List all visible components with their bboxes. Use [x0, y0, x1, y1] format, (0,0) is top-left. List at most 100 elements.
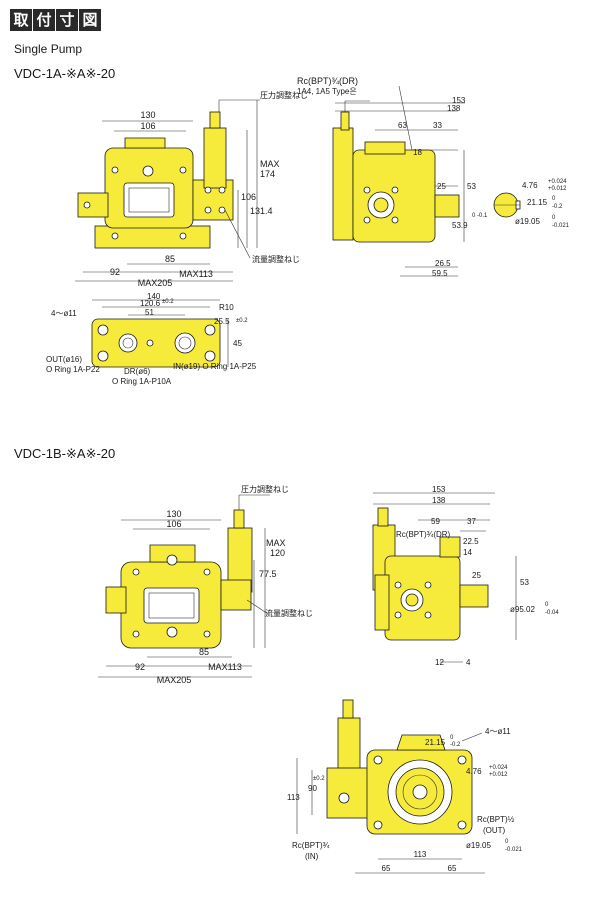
base-plate-1: 140 120.6 ±0.2 51 4～ø11 R10 25.5 ±0.2 45…: [46, 292, 257, 386]
key-4-76-tol-up: +0.024: [548, 179, 567, 185]
bottom-dim-65-a: 65: [382, 864, 391, 873]
base-dim-120-6: 120.6: [140, 299, 161, 308]
dim2-106: 106: [166, 519, 181, 529]
dim-92: 92: [110, 267, 120, 277]
side2-dim-138: 138: [432, 496, 446, 505]
side2-dim-95-02-tol-up: 0: [545, 602, 549, 608]
pump-1a-side: Rc(BPT)¾(DR) 1A4, 1A5 Type은 153 138 63 3…: [297, 76, 488, 278]
base-in: IN(ø19) O Ring 1A-P25: [173, 362, 257, 371]
bottom-dim-21-15: 21.15: [425, 738, 446, 747]
key-19-05-tol-low: -0.021: [552, 223, 570, 229]
model-1: VDC-1A-※A※-20: [14, 66, 116, 81]
dim-106: 106: [140, 121, 155, 131]
base-dim-51: 51: [145, 308, 154, 317]
side2-dim-22-5: 22.5: [463, 537, 479, 546]
bottom-dim-19-05-tol-low: -0.021: [505, 847, 523, 853]
bottom-rc-in: Rc(BPT)¾: [292, 841, 330, 850]
title-char-3: 寸: [56, 9, 78, 31]
bottom-rc-out: Rc(BPT)½: [477, 815, 515, 824]
dim2-max205: MAX205: [157, 675, 192, 685]
base-oring-1: O Ring 1A-P22: [46, 365, 100, 374]
title-box: 取 付 寸 図: [10, 9, 102, 31]
bottom-in: (IN): [305, 852, 319, 861]
bottom-dim-113-h: 113: [414, 850, 427, 859]
base-r10: R10: [219, 303, 234, 312]
label-flow-adjust: 流量調整ねじ: [252, 254, 300, 264]
dim-max: MAX: [260, 159, 280, 169]
side2-dim-53: 53: [520, 578, 529, 587]
base-oring-2: O Ring 1A-P10A: [112, 377, 172, 386]
label-pressure-adjust: 圧力調整ねじ: [260, 90, 308, 100]
bottom-dim-113: 113: [287, 793, 300, 802]
side2-dim-25: 25: [472, 571, 481, 580]
side-rc-label: Rc(BPT)¾(DR): [297, 76, 358, 86]
pump-1b-bottom: 4～ø11 21.15 0 -0.2 4.76 +0.024 +0.012 11…: [287, 699, 523, 874]
title-char-2: 付: [33, 9, 55, 31]
base-holes: 4～ø11: [51, 309, 77, 318]
dim-131-4: 131.4: [250, 206, 273, 216]
side2-dim-4: 4: [466, 658, 471, 667]
model-2: VDC-1B-※A※-20: [14, 446, 116, 461]
key-21-15: 21.15: [527, 198, 548, 207]
side-type-label: 1A4, 1A5 Type은: [297, 87, 357, 96]
base-dim-25-5-tol: ±0.2: [236, 318, 248, 324]
side-dim-53-9: 53.9: [452, 221, 468, 230]
title-char-4: 図: [79, 9, 101, 31]
base-dim-45: 45: [233, 339, 242, 348]
side2-dim-12: 12: [435, 658, 444, 667]
pump-1b-side: 153 138 59 37 Rc(BPT)¾(DR) 22.5 14 25 53…: [372, 485, 559, 667]
side-dim-18: 18: [413, 148, 422, 157]
subtitle: Single Pump: [14, 42, 83, 56]
key-4-76: 4.76: [522, 181, 538, 190]
bottom-dim-21-15-tol-low: -0.2: [450, 742, 461, 748]
dim2-85: 85: [199, 647, 209, 657]
label2-pressure-adjust: 圧力調整ねじ: [241, 484, 289, 494]
side-dim-26-5: 26.5: [435, 259, 451, 268]
base-dr: DR(ø6): [124, 367, 151, 376]
key-4-76-tol-low: +0.012: [548, 186, 567, 192]
bottom-dim-4-76: 4.76: [466, 767, 482, 776]
dim-130: 130: [140, 110, 155, 120]
side2-dim-153: 153: [432, 485, 446, 494]
key-19-05-tol-up: 0: [552, 215, 556, 221]
base-dim-120-6-tol: ±0.2: [162, 299, 174, 305]
dim-106-v: 106: [241, 192, 256, 202]
bottom-dim-4-76-tol-low: +0.012: [489, 772, 508, 778]
side-dim-33: 33: [433, 121, 442, 130]
bottom-dim-90-tol: ±0.2: [313, 776, 325, 782]
bottom-dim-90: 90: [308, 784, 317, 793]
bottom-dim-19-05: ø19.05: [466, 841, 491, 850]
side-dim-53: 53: [467, 182, 476, 191]
base-out: OUT(ø16): [46, 355, 82, 364]
pump-1b-front: 130 106 圧力調整ねじ MAX 120 77.5 流量調整ねじ 85 92…: [98, 484, 313, 685]
side-dim-138: 138: [447, 104, 461, 113]
dim-85: 85: [165, 254, 175, 264]
side2-dim-37: 37: [467, 517, 476, 526]
bottom-dim-65-b: 65: [448, 864, 457, 873]
shaft-key-1: 4.76 +0.024 +0.012 21.15 0 -0.2 ø19.05 0…: [493, 179, 570, 229]
side2-rc-label: Rc(BPT)¾(DR): [396, 530, 451, 539]
dim-max205: MAX205: [138, 278, 173, 288]
bottom-dim-21-15-tol-up: 0: [450, 735, 454, 741]
side-dim-63: 63: [398, 121, 407, 130]
label2-flow-adjust: 流量調整ねじ: [265, 608, 313, 618]
side-dim-59-5: 59.5: [432, 269, 448, 278]
key-21-15-tol-low: -0.2: [552, 204, 563, 210]
dim2-max113: MAX113: [208, 662, 242, 672]
dim2-120: 120: [270, 548, 285, 558]
side-dim-tol: 0 -0.1: [472, 213, 488, 219]
base-dim-140: 140: [147, 292, 161, 301]
bottom-holes: 4～ø11: [485, 727, 511, 736]
bottom-dim-4-76-tol-up: +0.024: [489, 765, 508, 771]
dim2-max: MAX: [266, 538, 286, 548]
side2-dim-14: 14: [463, 548, 472, 557]
title-char-1: 取: [10, 9, 32, 31]
key-21-15-tol-up: 0: [552, 196, 556, 202]
side2-dim-95-02: ø95.02: [510, 605, 535, 614]
bottom-dim-19-05-tol-up: 0: [505, 839, 509, 845]
side2-dim-59: 59: [431, 517, 440, 526]
dim-174: 174: [260, 169, 275, 179]
bottom-out: (OUT): [483, 826, 506, 835]
side2-dim-95-02-tol-low: -0.04: [545, 610, 559, 616]
